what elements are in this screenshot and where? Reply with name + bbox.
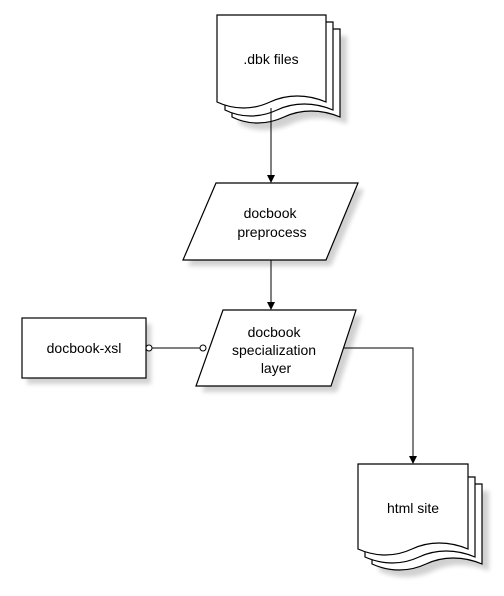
preprocess-label-line-2: preprocess [237, 224, 306, 240]
edge-end-circle [199, 344, 207, 352]
docbook-xsl-node: docbook-xsl [21, 317, 151, 384]
html-site-node: html site [357, 463, 489, 577]
specialization-label-line-1: docbook [248, 324, 302, 340]
specialization-label-line-2: specialization [232, 342, 316, 358]
edge-preprocess-to-specialization [267, 260, 275, 310]
dbk-files-label: .dbk files [243, 51, 298, 67]
edge-dbk-to-preprocess [267, 108, 275, 183]
edge-xsl-to-specialization [145, 344, 207, 352]
preprocess-node: docbook preprocess [182, 182, 364, 266]
arrowhead [409, 456, 417, 464]
docbook-xsl-label: docbook-xsl [47, 340, 122, 356]
arrowhead [267, 302, 275, 310]
specialization-node: docbook specialization layer [195, 309, 362, 392]
edge-specialization-to-html-site [343, 347, 417, 464]
edge-end-circle [145, 344, 153, 352]
dbk-files-node: .dbk files [216, 14, 347, 130]
specialization-label: docbook specialization layer [232, 324, 320, 376]
dbk-files-front-page [216, 14, 327, 109]
html-site-label: html site [387, 500, 439, 516]
specialization-label-line-3: layer [261, 360, 292, 376]
html-site-front-page [357, 463, 469, 556]
preprocess-label: docbook preprocess [237, 205, 306, 240]
preprocess-label-line-1: docbook [244, 205, 298, 221]
arrowhead [267, 175, 275, 183]
